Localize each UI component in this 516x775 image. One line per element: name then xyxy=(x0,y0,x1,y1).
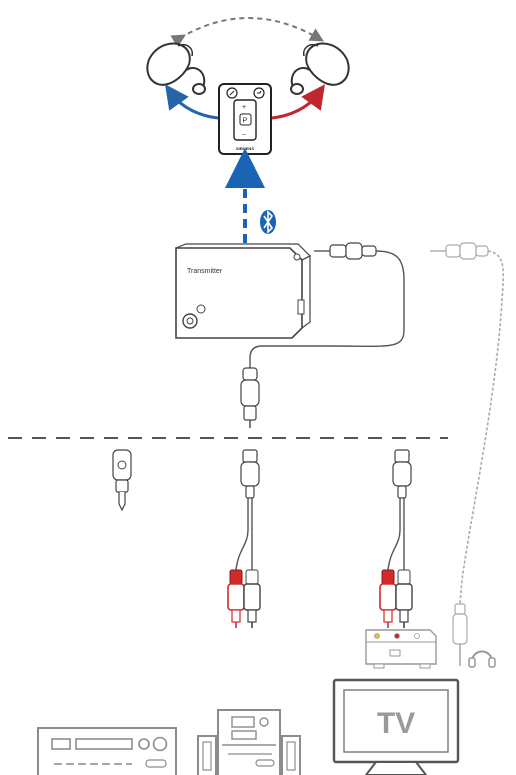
hearing-aid-link-arrow xyxy=(170,17,325,48)
remote-control: + P − SIEMENS xyxy=(218,83,272,155)
right-arrow-red xyxy=(271,84,325,120)
rca-adapter-cable-tv xyxy=(379,449,413,628)
transmitter-cable xyxy=(240,242,405,428)
program-button-label: P xyxy=(243,118,248,125)
stereo-receiver xyxy=(37,727,177,775)
remote-brand: SIEMENS xyxy=(236,146,254,151)
jack-adapter xyxy=(112,449,132,512)
headphones-icon xyxy=(468,650,496,668)
transmitter-device: Transmitter xyxy=(175,243,312,339)
hearing-aid-left-icon xyxy=(146,42,206,95)
hifi-system xyxy=(197,709,301,775)
scart-box xyxy=(365,629,437,669)
svg-text:−: − xyxy=(242,132,246,139)
tv-label: TV xyxy=(377,707,415,740)
tv-set: TV xyxy=(332,678,460,775)
left-arrow-blue xyxy=(165,84,219,120)
rca-adapter-cable xyxy=(227,449,261,628)
svg-text:+: + xyxy=(242,104,246,111)
transmitter-label: Transmitter xyxy=(187,268,223,275)
headphone-cable xyxy=(430,242,505,666)
hearing-aid-right-icon xyxy=(290,42,350,95)
bluetooth-icon xyxy=(260,210,276,234)
